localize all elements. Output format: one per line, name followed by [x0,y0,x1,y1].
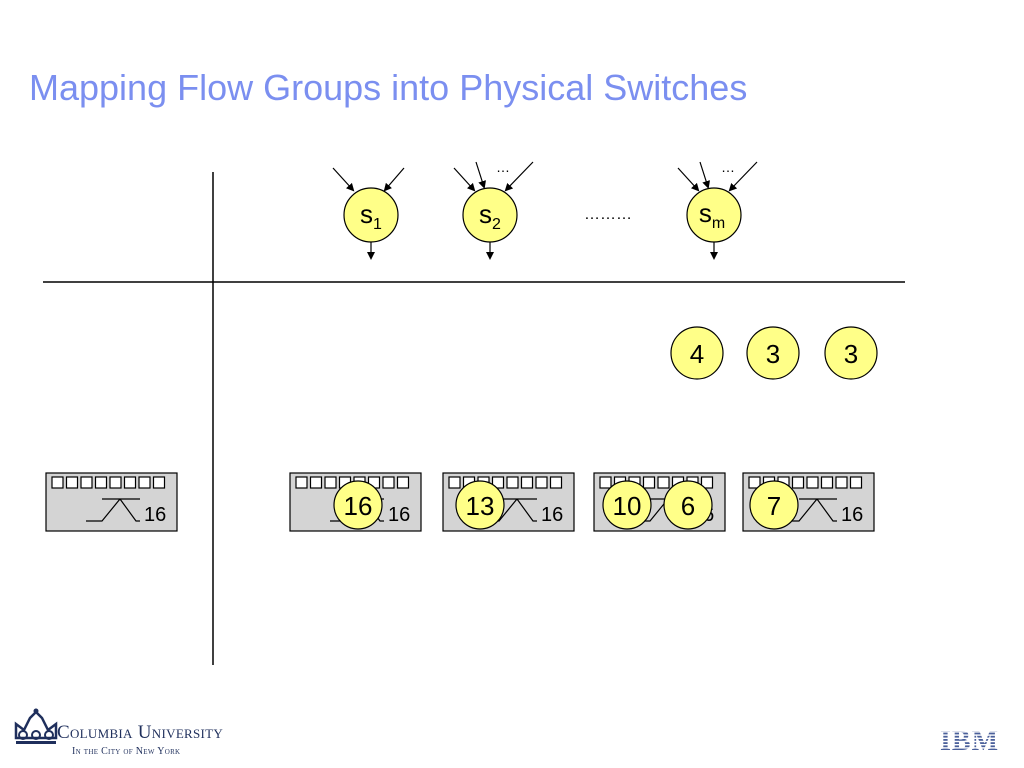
svg-text:4: 4 [690,339,704,369]
switch-port [109,476,122,489]
columbia-university-name: Columbia University [57,722,224,743]
svg-text:3: 3 [844,339,858,369]
ibm-logo: IBM [936,726,1008,757]
placed-group-node: 10 [602,480,652,530]
switch-port [700,476,714,489]
switch-port [657,476,670,489]
switch-port [80,476,93,489]
switch-port [138,476,151,489]
ibm-stripe [936,740,1008,743]
switch-capacity: 16 [841,504,863,526]
node-label: s [479,199,492,229]
switch-port [448,476,461,489]
switch-port [51,476,64,489]
more-switches-ellipsis: ……… [584,206,632,223]
switch-capacity: 16 [388,504,410,526]
placed-group-node: 13 [455,480,505,530]
input-ellipsis: … [496,159,510,175]
switch-port [642,476,656,489]
switch-port [152,476,166,489]
virtual-switch-sm: … sm [677,159,758,260]
switch-port [806,476,819,489]
switch-port [535,476,548,489]
switch-port [599,476,612,489]
switch-port [309,476,323,489]
switch-port [295,476,308,489]
svg-text:16: 16 [344,491,373,521]
flow-group-node: 4 [670,326,724,380]
svg-text:6: 6 [681,491,695,521]
node-subscript: 2 [492,216,501,233]
switch-port [123,476,137,489]
switch-port [396,476,410,489]
switch-port [820,476,834,489]
svg-text:s2: s2 [479,199,501,233]
flow-group-node: 3 [824,326,878,380]
virtual-switch-s2: … s2 [453,159,534,260]
svg-text:7: 7 [767,491,781,521]
columbia-crown-logo [14,708,58,744]
switch-port [324,476,337,489]
switch-port [520,476,534,489]
ibm-stripe [936,728,1008,730]
input-ellipsis: … [721,159,735,175]
ibm-stripe [936,731,1008,733]
ibm-stripe [936,737,1008,739]
placed-group-node: 7 [749,480,799,530]
slide-title: Mapping Flow Groups into Physical Switch… [29,67,748,108]
switch-port [549,476,563,489]
flow-group-node: 3 [746,326,800,380]
switch-port [65,476,79,489]
switch-port [835,476,848,489]
virtual-switch-s1: s1 [332,167,405,260]
node-subscript: 1 [373,216,382,233]
switch-port [506,476,519,489]
ibm-stripe [936,734,1008,736]
node-subscript: m [712,215,725,232]
switch-port [94,476,108,489]
switch-port [491,476,505,489]
svg-text:10: 10 [613,491,642,521]
switch-capacity: 16 [144,504,166,526]
node-label: s [699,198,712,228]
placed-group-node: 6 [663,480,713,530]
node-label: s [360,199,373,229]
switch-port [791,476,805,489]
ibm-stripe [936,744,1008,746]
switch-port [849,476,863,489]
switch-port [382,476,395,489]
svg-text:13: 13 [466,491,495,521]
svg-text:3: 3 [766,339,780,369]
crossbar-icon [86,498,140,522]
svg-text:s1: s1 [360,199,382,233]
columbia-university-subtitle: In the City of New York [72,746,181,757]
ibm-stripe [936,747,1008,749]
svg-text:sm: sm [699,198,725,232]
switch-capacity: 16 [541,504,563,526]
physical-switch: 16 [45,472,178,532]
placed-group-node: 16 [333,480,383,530]
switch-port [748,476,761,489]
